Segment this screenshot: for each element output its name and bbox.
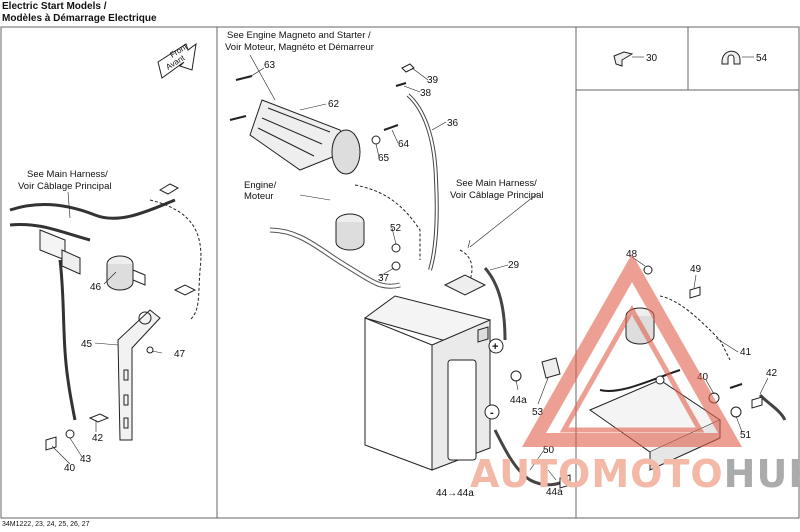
callout-44-44a: 44→44a bbox=[436, 488, 474, 499]
callout-29: 29 bbox=[508, 260, 520, 271]
callout-64: 64 bbox=[398, 139, 410, 150]
watermark-part1: AUTOMOTO bbox=[470, 452, 724, 496]
center-assembly bbox=[229, 63, 571, 489]
left-notes: Front Avant See Main Harness/ Voir Câbla… bbox=[18, 42, 190, 192]
title-en: Electric Start Models / bbox=[2, 1, 107, 12]
front-arrow-icon bbox=[157, 42, 197, 79]
left-assembly bbox=[9, 42, 202, 451]
engine-line1: Engine/ bbox=[244, 180, 277, 191]
small-parts bbox=[613, 50, 741, 67]
harness-mid-line2: Voir Câblage Principal bbox=[450, 190, 543, 201]
callout-44a-1: 44a bbox=[510, 395, 527, 406]
callout-65: 65 bbox=[378, 153, 390, 164]
callout-41: 41 bbox=[740, 347, 752, 358]
callout-51: 51 bbox=[740, 430, 752, 441]
callout-44a-2: 44a bbox=[546, 487, 563, 498]
item-54-icon bbox=[721, 50, 741, 65]
left-callouts: 46 45 47 42 43 40 bbox=[64, 282, 186, 474]
callout-53: 53 bbox=[532, 407, 544, 418]
callout-38: 38 bbox=[420, 88, 432, 99]
callout-52: 52 bbox=[390, 223, 402, 234]
callout-47: 47 bbox=[174, 349, 186, 360]
panel-item-30 bbox=[575, 26, 689, 91]
callout-50: 50 bbox=[543, 445, 555, 456]
harness-left-line1: See Main Harness/ bbox=[27, 169, 108, 180]
center-leaders bbox=[247, 54, 557, 481]
harness-mid-line1: See Main Harness/ bbox=[456, 178, 537, 189]
callout-62: 62 bbox=[328, 99, 340, 110]
callout-49: 49 bbox=[690, 264, 702, 275]
magneto-line2: Voir Moteur, Magnéto et Démarreur bbox=[225, 42, 374, 53]
callout-39: 39 bbox=[427, 75, 439, 86]
engine-line2: Moteur bbox=[244, 191, 274, 202]
callout-54: 54 bbox=[756, 53, 768, 64]
watermark-logo bbox=[521, 253, 743, 447]
magneto-line1: See Engine Magneto and Starter / bbox=[227, 30, 371, 41]
callout-63: 63 bbox=[264, 60, 276, 71]
left-leaders bbox=[51, 191, 163, 465]
callout-37: 37 bbox=[378, 273, 390, 284]
callout-42-right: 42 bbox=[766, 368, 778, 379]
center-callouts: 63 62 39 38 36 65 64 52 37 29 44a 53 50 … bbox=[264, 60, 563, 499]
page-title: Electric Start Models / Modèles à Démarr… bbox=[2, 1, 157, 25]
watermark-part2: HUB bbox=[723, 452, 800, 496]
right-leaders bbox=[631, 256, 769, 433]
callout-42-left: 42 bbox=[92, 433, 104, 444]
callout-45: 45 bbox=[81, 339, 93, 350]
callout-30: 30 bbox=[646, 53, 658, 64]
callout-36: 36 bbox=[447, 118, 459, 129]
minus-sign: - bbox=[490, 407, 494, 419]
callout-40-left: 40 bbox=[64, 463, 76, 474]
panel-right bbox=[575, 89, 800, 519]
callout-40-right: 40 bbox=[697, 372, 709, 383]
title-fr: Modèles à Démarrage Electrique bbox=[2, 13, 157, 24]
small-callouts: 30 54 bbox=[646, 53, 768, 64]
harness-left-line2: Voir Câblage Principal bbox=[18, 181, 111, 192]
callout-43: 43 bbox=[80, 454, 92, 465]
panel-item-54 bbox=[687, 26, 800, 91]
plus-sign: + bbox=[492, 341, 498, 353]
callout-46: 46 bbox=[90, 282, 102, 293]
footer-code: 34M1222, 23, 24, 25, 26, 27 bbox=[2, 521, 90, 528]
center-notes: See Engine Magneto and Starter / Voir Mo… bbox=[225, 30, 543, 419]
item-30-icon bbox=[613, 51, 634, 67]
watermark-text: AUTOMOTOHUB bbox=[470, 452, 800, 496]
panel-borders bbox=[0, 26, 800, 519]
